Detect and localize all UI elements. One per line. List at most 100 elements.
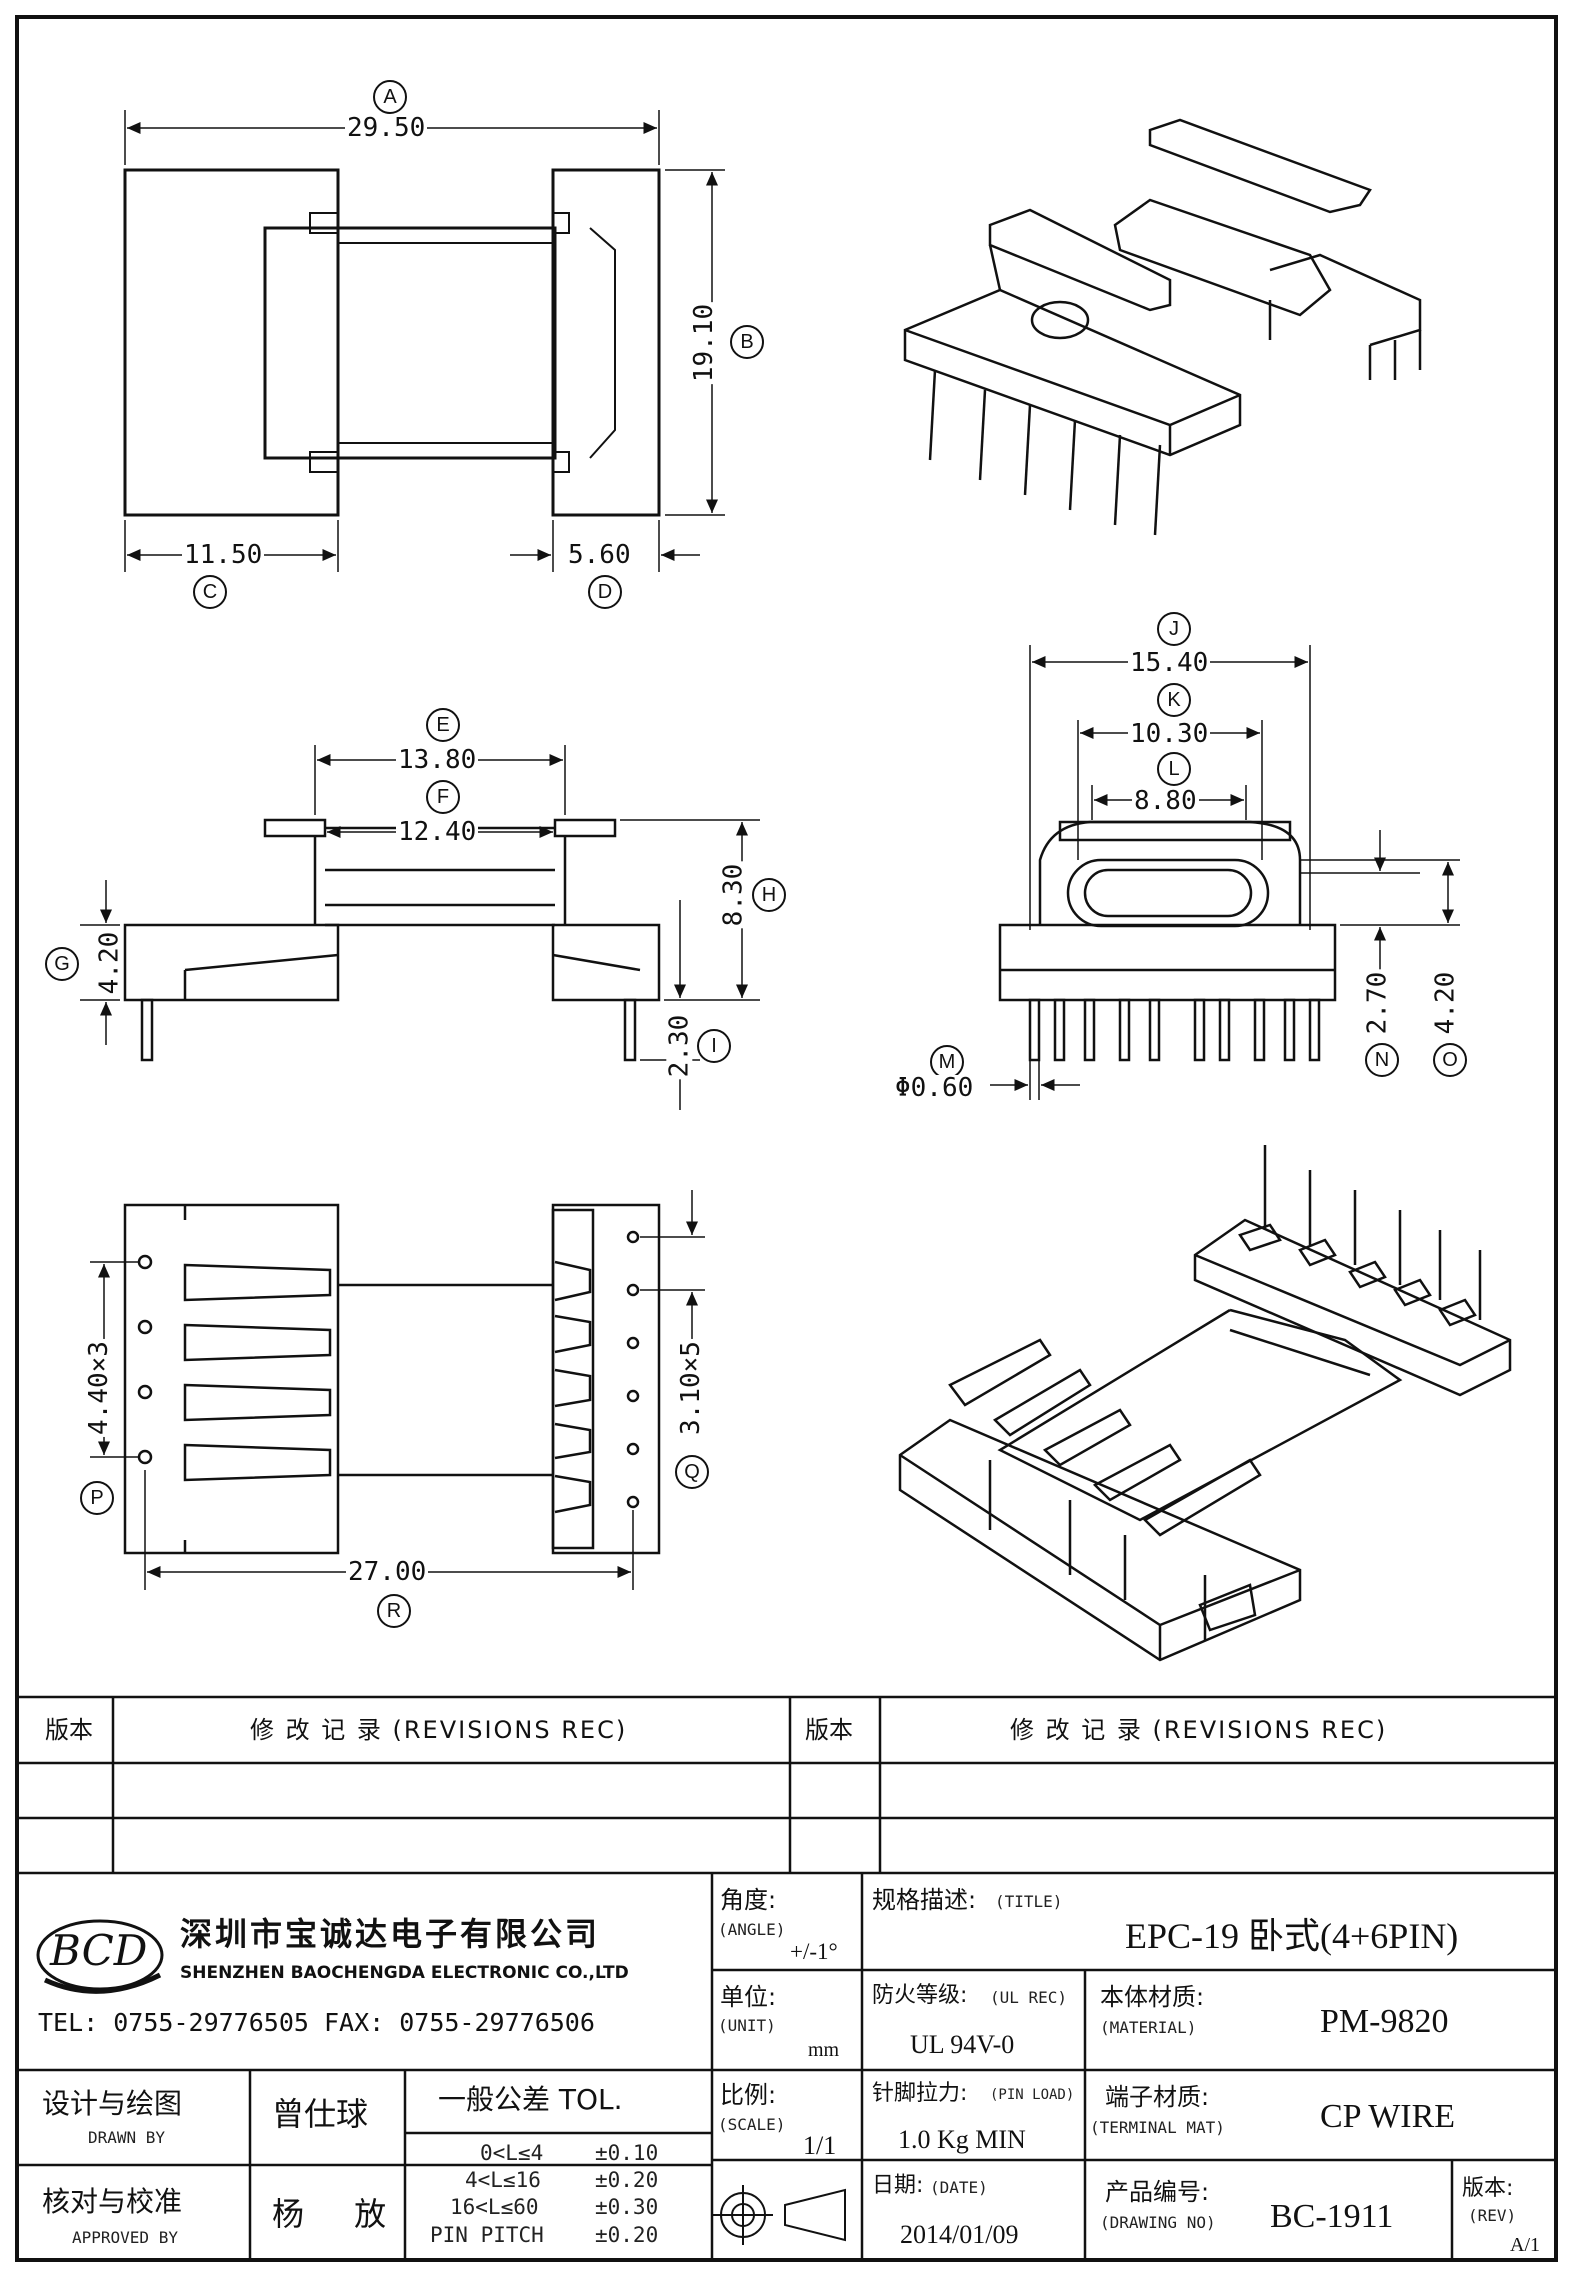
dim-p-value: 4.40×3 [83, 1339, 114, 1437]
dim-i-value: 2.30 [664, 1012, 695, 1080]
dim-g-value: 4.20 [94, 929, 125, 997]
company-name-en: SHENZHEN BAOCHENGDA ELECTRONIC CO.,LTD [180, 1963, 629, 1983]
dim-c-marker: C [193, 575, 227, 609]
designer-value: 曾仕球 [272, 2095, 369, 2133]
dim-j-marker: J [1157, 612, 1191, 646]
pin-load-value: 1.0 Kg MIN [898, 2125, 1026, 2154]
angle-label-en: (ANGLE) [718, 1920, 786, 1939]
rev-label-en: (REV) [1468, 2206, 1517, 2225]
title-block-grid [17, 1695, 1556, 2260]
dim-j-value: 15.40 [1128, 648, 1211, 678]
ul-label: 防火等级: [872, 1983, 968, 2008]
rev-header-right: 版本 [805, 1716, 853, 1744]
terminal-value: CP WIRE [1320, 2098, 1456, 2135]
drawing-no-label: 产品编号: [1105, 2178, 1210, 2206]
tol-value-3: ±0.30 [595, 2195, 659, 2219]
projection-symbol-icon [713, 2185, 846, 2245]
title-value: EPC-19 卧式(4+6PIN) [1125, 1916, 1459, 1956]
ul-label-en: (UL REC) [990, 1988, 1068, 2007]
drawing-no-value: BC-1911 [1270, 2198, 1394, 2235]
title-label-en: (TITLE) [995, 1892, 1063, 1911]
dim-r-value: 27.00 [346, 1557, 429, 1587]
rev-header-left: 版本 [45, 1716, 93, 1744]
pin-load-label-en: (PIN LOAD) [990, 2087, 1075, 2103]
dim-k-value: 10.30 [1128, 719, 1211, 749]
dim-l-value: 8.80 [1132, 786, 1199, 816]
rev-value: A/1 [1510, 2234, 1540, 2256]
dim-a-value: 29.50 [345, 113, 428, 143]
company-contact: TEL: 0755-29776505 FAX: 0755-29776506 [38, 2008, 595, 2037]
pin-load-label: 针脚拉力: [872, 2081, 968, 2106]
dim-o-marker: O [1433, 1043, 1467, 1077]
designer-label-en: DRAWN BY [88, 2128, 166, 2147]
dim-d-value: 5.60 [566, 540, 633, 570]
tol-value-2: ±0.20 [595, 2168, 659, 2192]
dim-q-marker: Q [675, 1455, 709, 1489]
scale-label: 比例: [720, 2081, 777, 2109]
top-view [123, 110, 725, 572]
dim-r-marker: R [377, 1594, 411, 1628]
date-label: 日期: [872, 2173, 924, 2198]
tol-range-1: 0<L≤4 [480, 2141, 544, 2165]
dim-f-value: 12.40 [396, 817, 479, 847]
material-label: 本体材质: [1100, 1983, 1205, 2011]
dim-o-value: 4.20 [1430, 969, 1461, 1037]
dim-b-value: 19.10 [689, 301, 720, 385]
approver-value: 杨 放 [272, 2195, 407, 2233]
unit-label-en: (UNIT) [718, 2016, 776, 2035]
company-name-cn: 深圳市宝诚达电子有限公司 [180, 1915, 601, 1953]
rev-label: 版本: [1462, 2176, 1514, 2201]
tol-range-3: 16<L≤60 [450, 2195, 539, 2219]
date-value: 2014/01/09 [900, 2220, 1019, 2249]
dim-q-value: 3.10×5 [675, 1339, 706, 1437]
dim-f-marker: F [426, 780, 460, 814]
dim-e-marker: E [426, 708, 460, 742]
drawing-no-label-en: (DRAWING NO) [1100, 2213, 1216, 2232]
unit-label: 单位: [720, 1983, 777, 2011]
dim-p-marker: P [80, 1481, 114, 1515]
scale-label-en: (SCALE) [718, 2115, 786, 2134]
company-logo [36, 1919, 164, 1994]
dim-h-value: 8.30 [718, 861, 749, 929]
company-logo-text: BCD [50, 1926, 148, 1975]
tol-value-1: ±0.10 [595, 2141, 659, 2165]
isometric-view-bottom [898, 1145, 1512, 1662]
tol-range-2: 4<L≤16 [465, 2168, 541, 2192]
approver-label-en: APPROVED BY [72, 2228, 178, 2247]
rev-title-right: 修 改 记 录 (REVISIONS REC) [1010, 1716, 1388, 1744]
dim-g-marker: G [45, 947, 79, 981]
dim-m-value: Φ0.60 [893, 1073, 976, 1103]
scale-value: 1/1 [803, 2131, 837, 2160]
dim-n-value: 2.70 [1362, 969, 1393, 1037]
front-view [998, 820, 1337, 1062]
isometric-view-top [903, 118, 1422, 536]
terminal-label-en: (TERMINAL MAT) [1090, 2118, 1225, 2137]
approver-label: 核对与校准 [42, 2185, 183, 2218]
dim-e-value: 13.80 [396, 745, 479, 775]
dim-k-marker: K [1157, 683, 1191, 717]
dim-i-marker: I [697, 1029, 731, 1063]
dim-h-marker: H [752, 878, 786, 912]
designer-label: 设计与绘图 [42, 2087, 183, 2120]
unit-value: mm [808, 2039, 840, 2061]
tol-range-4: PIN PITCH [430, 2223, 544, 2247]
angle-label: 角度: [720, 1886, 777, 1914]
dim-d-marker: D [588, 575, 622, 609]
terminal-label: 端子材质: [1105, 2083, 1210, 2111]
material-value: PM-9820 [1320, 2003, 1449, 2040]
angle-value: +/-1° [790, 1939, 838, 1964]
side-view [123, 818, 661, 1062]
material-label-en: (MATERIAL) [1100, 2018, 1197, 2037]
dim-l-marker: L [1157, 752, 1191, 786]
rev-title-left: 修 改 记 录 (REVISIONS REC) [250, 1716, 628, 1744]
tolerance-label: 一般公差 TOL. [438, 2083, 623, 2116]
bottom-view [123, 1203, 661, 1555]
title-label: 规格描述: [872, 1886, 977, 1914]
dim-b-marker: B [730, 325, 764, 359]
bottom-view-dims [90, 1190, 705, 1590]
ul-value: UL 94V-0 [910, 2030, 1015, 2059]
tol-value-4: ±0.20 [595, 2223, 659, 2247]
dim-c-value: 11.50 [182, 540, 265, 570]
dim-n-marker: N [1365, 1043, 1399, 1077]
